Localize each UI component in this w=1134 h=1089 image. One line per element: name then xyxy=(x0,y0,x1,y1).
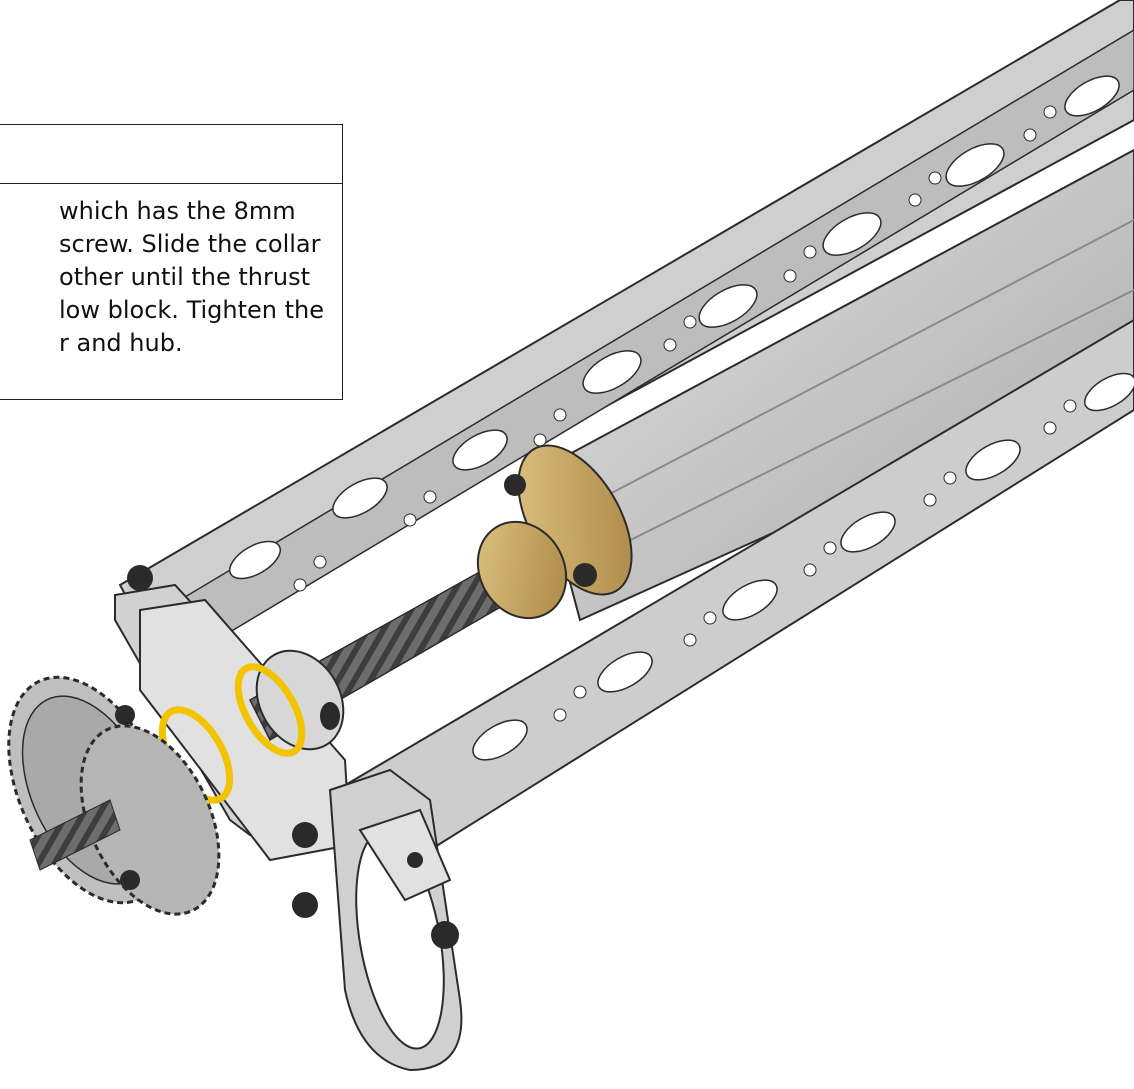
instruction-line: low block. Tighten the xyxy=(59,296,324,324)
thrust-washer-right xyxy=(234,663,306,757)
instruction-text: which has the 8mm screw. Slide the colla… xyxy=(59,195,324,360)
drive-gear xyxy=(7,675,221,916)
instruction-line: r and hub. xyxy=(59,329,183,357)
instruction-line: other until the thrust xyxy=(59,263,311,291)
pillow-block-screw-icon xyxy=(292,892,318,918)
shaft-collar xyxy=(255,649,345,751)
rail-holes xyxy=(229,75,1134,761)
instruction-line: screw. Slide the collar xyxy=(59,230,321,258)
rail-small-holes xyxy=(293,105,1077,722)
callout-header xyxy=(0,125,342,184)
instruction-line: which has the 8mm xyxy=(59,197,296,225)
lead-screw-nut xyxy=(476,444,633,620)
instruction-callout: which has the 8mm screw. Slide the colla… xyxy=(0,124,343,400)
end-plate-screw-icon xyxy=(127,565,153,591)
tube-clamp xyxy=(328,768,463,1072)
pillow-block-screw-icon xyxy=(292,822,318,848)
